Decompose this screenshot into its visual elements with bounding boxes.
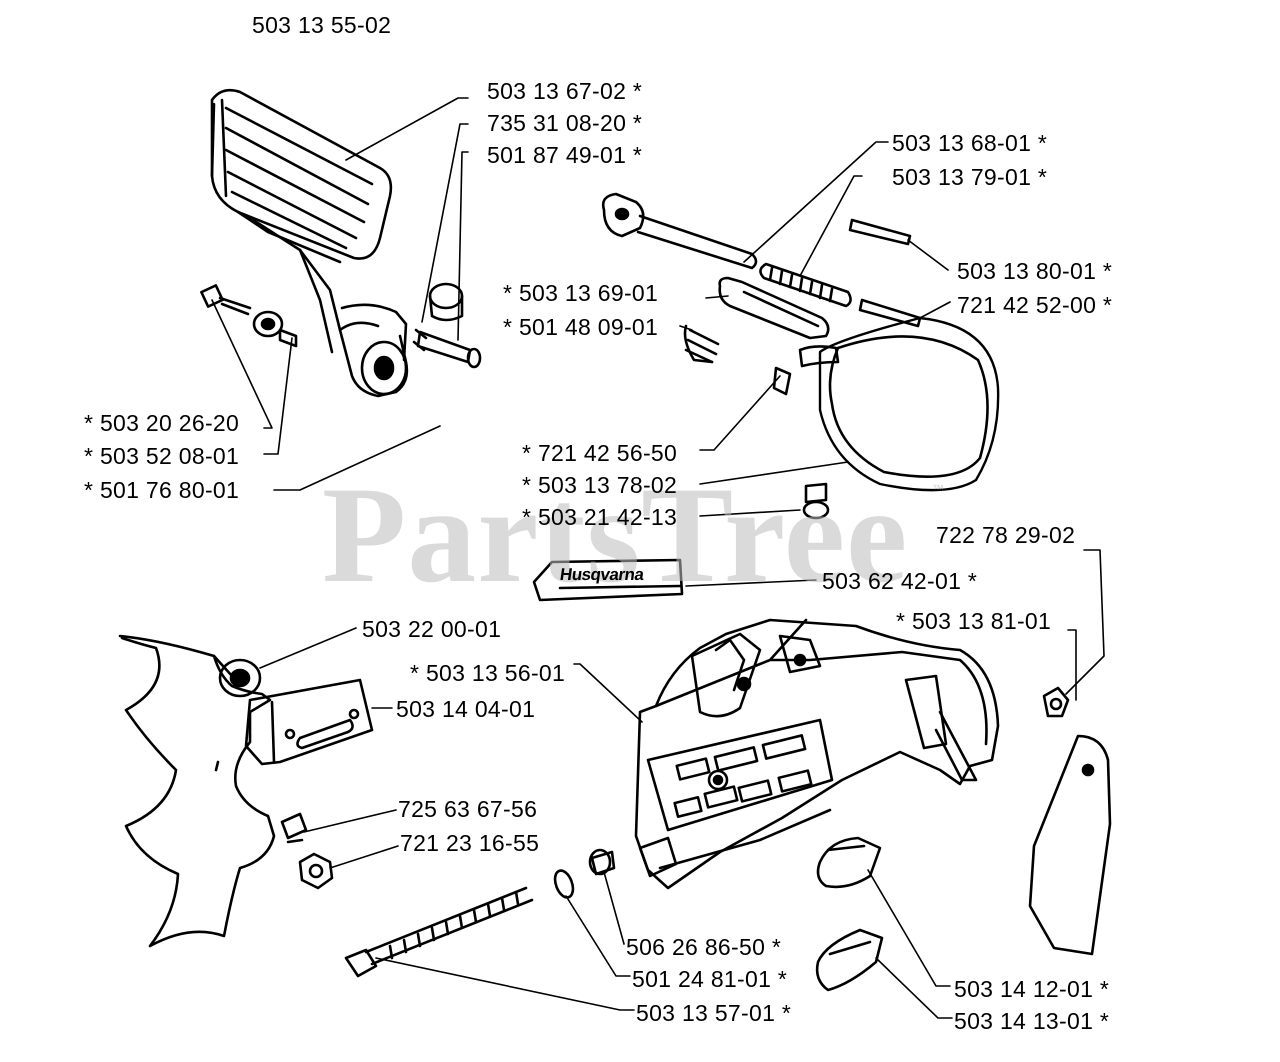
part-label[interactable]: 721 23 16-55 (400, 830, 540, 856)
part-label[interactable]: * 721 42 56-50 (522, 440, 678, 466)
part-label[interactable]: * 503 52 08-01 (84, 443, 240, 469)
brand-decal-part (532, 558, 684, 602)
part-label[interactable]: * 503 13 81-01 (896, 608, 1052, 634)
part-label[interactable]: 735 31 08-20 * (487, 110, 643, 136)
brake-spring-rod-part (601, 192, 758, 270)
part-label[interactable]: 725 63 67-56 (398, 796, 538, 822)
crankcase-outline-part (118, 634, 276, 948)
part-label[interactable]: 503 13 80-01 * (957, 258, 1113, 284)
bar-spacer-parts (815, 836, 884, 992)
part-label[interactable]: * 503 21 42-13 (522, 504, 678, 530)
part-label[interactable]: 503 13 68-01 * (892, 130, 1048, 156)
clutch-cover-part (634, 618, 1000, 890)
part-label[interactable]: 501 24 81-01 * (632, 966, 788, 992)
watermark-trademark: ™ (932, 482, 944, 496)
part-label[interactable]: 501 87 49-01 * (487, 142, 643, 168)
part-label[interactable]: 721 42 52-00 * (957, 292, 1113, 318)
part-label[interactable]: * 503 13 78-02 (522, 472, 678, 498)
part-label[interactable]: 722 78 29-02 (936, 522, 1076, 548)
tensioner-screw-part (344, 848, 616, 978)
small-fasteners-part (280, 812, 334, 890)
part-label[interactable]: * 503 13 56-01 (410, 660, 566, 686)
hand-guard-fasteners (200, 282, 482, 369)
part-label[interactable]: 503 14 12-01 * (954, 976, 1110, 1002)
brand-decal-text: Husqvarna (558, 565, 645, 584)
assembly-number: 503 13 55-02 (252, 12, 392, 38)
leader-lines (211, 97, 1105, 1019)
hand-guard-part (210, 88, 409, 398)
part-label[interactable]: * 501 48 09-01 (503, 314, 659, 340)
part-label[interactable]: 503 13 67-02 * (487, 78, 643, 104)
part-label[interactable]: * 503 13 69-01 (503, 280, 659, 306)
deflector-plate-part (1028, 686, 1112, 956)
part-label[interactable]: 503 14 13-01 * (954, 1008, 1110, 1034)
part-label[interactable]: 503 14 04-01 (396, 696, 536, 722)
watermark-text: PartsTree (322, 458, 909, 611)
part-label[interactable]: 503 13 79-01 * (892, 164, 1048, 190)
part-label[interactable]: 503 13 57-01 * (636, 1000, 792, 1026)
part-label[interactable]: 503 22 00-01 (362, 616, 502, 642)
part-label[interactable]: 503 62 42-01 * (822, 568, 978, 594)
part-label[interactable]: 506 26 86-50 * (626, 934, 782, 960)
part-label[interactable]: * 501 76 80-01 (84, 477, 240, 503)
chain-catcher-plate-part (244, 678, 374, 766)
brake-spring-part (759, 262, 852, 308)
part-label[interactable]: * 503 20 26-20 (84, 410, 240, 436)
brake-lever-part (683, 218, 922, 364)
